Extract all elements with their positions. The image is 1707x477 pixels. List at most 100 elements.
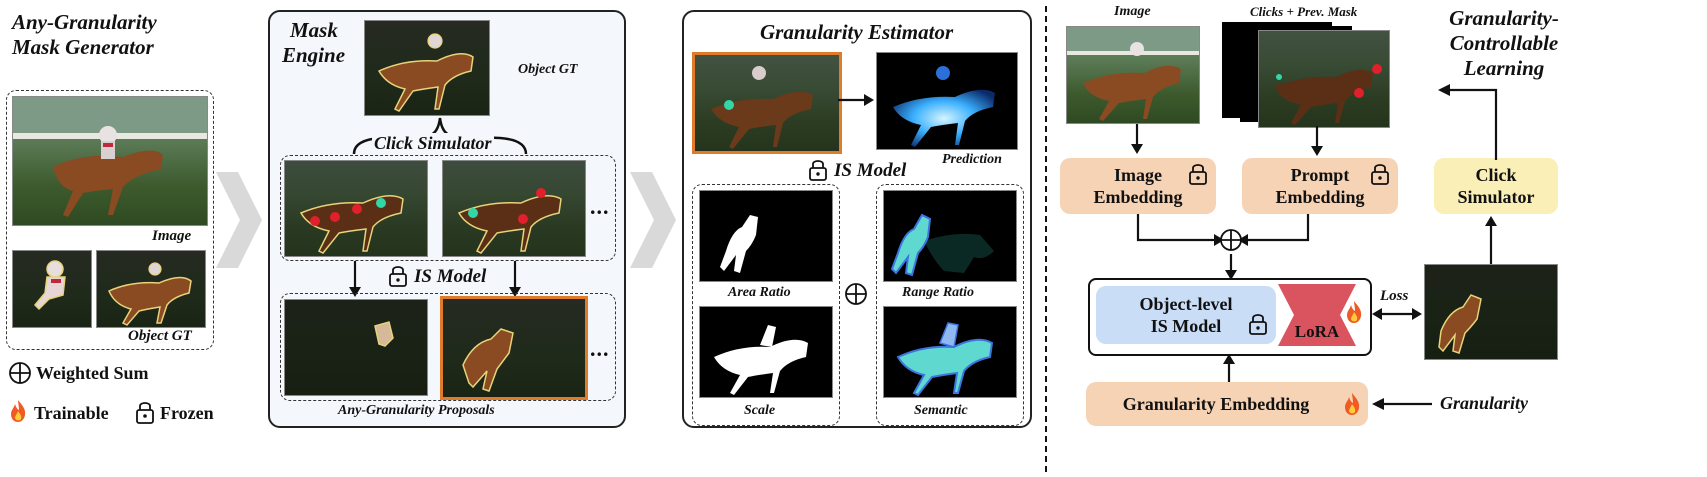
lock-icon bbox=[1188, 162, 1208, 186]
mask-engine-arrows bbox=[349, 261, 521, 297]
loss-arrow bbox=[1372, 308, 1422, 320]
granularity-label: Granularity bbox=[1440, 393, 1529, 413]
target-mask-illustration bbox=[1425, 265, 1557, 359]
object-gt-label: Object GT bbox=[128, 328, 192, 344]
image-embedding-line1: Image bbox=[1113, 165, 1162, 185]
arrow-icon bbox=[1311, 126, 1323, 156]
mask-engine-is-model-label: IS Model bbox=[414, 266, 487, 287]
proposal-1 bbox=[284, 299, 428, 396]
mask-engine-title: Mask Engine bbox=[282, 18, 345, 68]
estimator-is-model-label: IS Model bbox=[834, 160, 907, 181]
object-gt-thumb-horse bbox=[96, 250, 206, 328]
lock-icon bbox=[388, 264, 408, 288]
image-embedding-line2: Embedding bbox=[1093, 187, 1183, 207]
lora-label: LoRA bbox=[1294, 322, 1340, 341]
proposal-2-illustration bbox=[462, 328, 514, 392]
click-simulator-box: Click Simulator bbox=[1434, 158, 1558, 214]
mask-engine-title-line1: Mask bbox=[290, 18, 338, 42]
scale-label: Scale bbox=[744, 403, 776, 418]
rider-mask-illustration bbox=[33, 260, 66, 311]
horse-mask-illustration bbox=[108, 262, 192, 326]
estimator-input-image bbox=[692, 52, 842, 154]
section-divider bbox=[1045, 6, 1047, 472]
circle-plus-icon bbox=[844, 282, 868, 306]
estimator-title: Granularity Estimator bbox=[760, 20, 954, 44]
legend-frozen: Frozen bbox=[160, 403, 214, 423]
right-title-line3: Learning bbox=[1463, 56, 1545, 80]
flame-icon bbox=[1344, 300, 1364, 324]
lock-icon bbox=[134, 399, 156, 425]
circle-plus-icon bbox=[1219, 228, 1243, 252]
right-image-label: Image bbox=[1114, 4, 1151, 19]
click-sample-1-illustration bbox=[285, 161, 427, 256]
area-ratio-illustration bbox=[720, 215, 758, 273]
lock-icon bbox=[808, 158, 828, 182]
scale-illustration bbox=[714, 325, 808, 395]
click-sample-2 bbox=[442, 160, 586, 257]
mask-engine-object-gt-image bbox=[364, 20, 490, 116]
legend-weighted-sum: Weighted Sum bbox=[36, 363, 149, 383]
prediction-label: Prediction bbox=[942, 152, 1002, 167]
input-group bbox=[6, 90, 214, 350]
circle-plus-icon bbox=[8, 361, 32, 385]
mask-engine-object-gt-label: Object GT bbox=[518, 62, 578, 77]
right-input-image bbox=[1066, 26, 1200, 124]
embedding-connectors bbox=[1136, 214, 1310, 280]
prediction-heatmap-illustration bbox=[893, 66, 995, 147]
range-ratio-illustration bbox=[890, 213, 994, 277]
click-simulator-label: Click Simulator bbox=[372, 133, 494, 154]
right-title-line1: Granularity- bbox=[1449, 6, 1559, 30]
object-model-box: Object-level IS Model bbox=[1096, 286, 1276, 344]
horse-image-illustration bbox=[13, 97, 207, 217]
feedback-arrow bbox=[1438, 84, 1498, 160]
loss-label: Loss bbox=[1380, 288, 1409, 304]
click-samples-ellipsis: ... bbox=[590, 194, 610, 219]
prediction-heatmap bbox=[876, 52, 1018, 150]
range-ratio-mask bbox=[883, 190, 1017, 282]
granularity-embedding-label: Granularity Embedding bbox=[1122, 394, 1310, 414]
lock-icon bbox=[1248, 312, 1268, 336]
click-sample-1 bbox=[284, 160, 428, 257]
proposals-group bbox=[280, 293, 616, 401]
click-sample-2-illustration bbox=[443, 161, 585, 256]
proposal-1-illustration bbox=[285, 300, 427, 395]
image-embedding-box: Image Embedding bbox=[1060, 158, 1216, 214]
flame-icon bbox=[8, 399, 28, 423]
estimator-right-group bbox=[876, 184, 1024, 426]
area-ratio-mask bbox=[699, 190, 833, 282]
clicks-prev-mask-label: Clicks + Prev. Mask bbox=[1250, 4, 1358, 19]
estimator-input-illustration bbox=[695, 55, 839, 151]
right-input-illustration bbox=[1067, 27, 1199, 121]
arrow-icon bbox=[1131, 124, 1143, 154]
chevron-right-icon bbox=[214, 170, 264, 270]
object-gt-horse-illustration bbox=[377, 33, 474, 112]
arrow-icon bbox=[1223, 354, 1235, 382]
proposals-label: Any-Granularity Proposals bbox=[338, 403, 495, 418]
lock-icon bbox=[1370, 162, 1390, 186]
scale-mask bbox=[699, 306, 833, 398]
object-model-line1: Object-level bbox=[1139, 294, 1233, 314]
left-title-line2: Mask Generator bbox=[12, 35, 154, 59]
area-ratio-label: Area Ratio bbox=[728, 285, 791, 300]
arrow-icon bbox=[1372, 398, 1432, 410]
legend-trainable: Trainable bbox=[34, 403, 109, 423]
prompt-embedding-line2: Embedding bbox=[1275, 187, 1365, 207]
object-gt-thumb-rider bbox=[12, 250, 92, 328]
arrow-icon bbox=[838, 94, 874, 106]
click-marker-positive bbox=[1276, 74, 1282, 80]
prompt-embedding-line1: Prompt bbox=[1290, 165, 1350, 185]
left-title-line1: Any-Granularity bbox=[12, 10, 157, 34]
left-title: Any-Granularity Mask Generator bbox=[12, 10, 157, 60]
range-ratio-label: Range Ratio bbox=[902, 285, 974, 300]
mask-engine-title-line2: Engine bbox=[282, 43, 346, 67]
click-simulator-brace bbox=[352, 117, 528, 155]
image-label: Image bbox=[152, 228, 192, 244]
proposals-ellipsis: ... bbox=[590, 336, 610, 361]
lora-block bbox=[1278, 284, 1356, 346]
granularity-embedding-box: Granularity Embedding bbox=[1086, 382, 1368, 426]
estimator-left-group bbox=[692, 184, 840, 426]
arrow-icon bbox=[1485, 216, 1497, 264]
chevron-right-icon bbox=[628, 170, 678, 270]
right-title: Granularity- Controllable Learning bbox=[1442, 6, 1566, 81]
semantic-illustration bbox=[896, 322, 994, 397]
